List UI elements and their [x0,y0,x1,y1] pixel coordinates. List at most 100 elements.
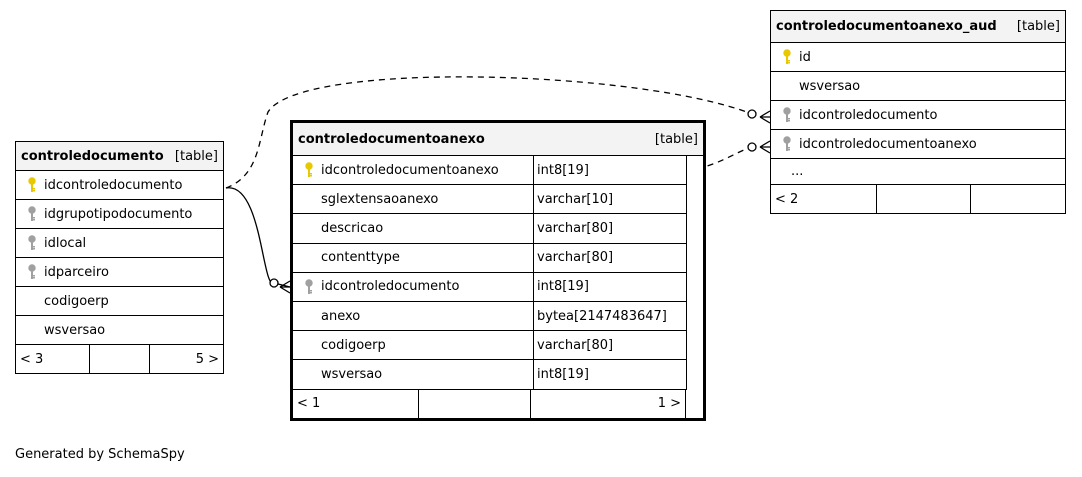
column-row[interactable]: idcontroledocumento [16,171,223,200]
column-type: varchar[10] [533,185,686,214]
column-name: descricao [321,220,384,236]
relation-aud-end-circle-1 [747,109,757,119]
column-type: varchar[80] [533,331,686,360]
column-row[interactable]: codigoerp [16,287,223,316]
foreign-key-icon [24,235,40,251]
footer-middle [90,345,150,373]
footer-children[interactable]: 1 > [531,389,686,418]
relation-aud-crowfoot-2 [759,140,771,154]
column-name: sglextensaoanexo [321,191,439,207]
vertical-scrollbar[interactable] [686,156,703,390]
column-name-cell: idcontroledocumento [771,101,1065,129]
column-name: idcontroledocumento [799,107,938,123]
table-name: controledocumento [21,148,164,164]
column-name-cell: idcontroledocumentoanexo [293,156,533,184]
column-name-cell: idparceiro [16,258,223,286]
key-slot-empty [24,293,40,309]
column-row[interactable]: id [771,43,1065,72]
column-name: idgrupotipodocumento [44,206,193,222]
column-name: idcontroledocumentoanexo [799,136,977,152]
table-controledocumentoanexo-aud[interactable]: controledocumentoanexo_aud [table] id wsv… [770,10,1066,214]
column-name: ... [791,164,804,179]
column-name-cell: codigoerp [16,287,223,315]
table-controledocumentoanexo[interactable]: controledocumentoanexo [table] idcontrol… [290,120,706,421]
primary-key-icon [779,49,795,65]
relation-aud-crowfoot-1 [759,110,771,124]
column-row[interactable]: descricao varchar[80] [293,214,703,244]
footer-middle [419,389,531,418]
column-name-cell: wsversao [293,360,533,388]
key-slot-empty [301,191,317,207]
key-slot-empty [301,308,317,324]
column-name-cell: codigoerp [293,331,533,359]
column-name: wsversao [44,322,106,338]
column-name: idcontroledocumento [44,177,183,193]
column-row[interactable]: idlocal [16,229,223,258]
column-name-cell: sglextensaoanexo [293,185,533,213]
column-name-cell: idlocal [16,229,223,257]
footer-children [971,185,1065,213]
table-header: controledocumentoanexo [table] [293,123,703,156]
footer-children[interactable]: 5 > [195,351,219,367]
column-name-cell: anexo [293,302,533,330]
table-name: controledocumentoanexo [298,131,485,147]
column-name-cell: idgrupotipodocumento [16,200,223,228]
key-slot-empty [24,322,40,338]
key-slot-empty [301,337,317,353]
column-name: codigoerp [321,337,386,353]
relation-controledocumento-anexo [225,187,291,288]
relation-controledocumento-aud [225,76,753,189]
column-name: wsversao [321,366,383,382]
foreign-key-icon [779,107,795,123]
key-slot-empty [779,78,795,94]
primary-key-icon [24,177,40,193]
key-slot-empty [301,250,317,266]
table-kind: [table] [654,131,698,147]
key-slot-empty [301,366,317,382]
column-name: idcontroledocumento [321,279,460,295]
column-name-cell: idcontroledocumento [16,171,223,199]
column-name-cell: wsversao [16,316,223,344]
column-type: varchar[80] [533,214,686,243]
table-header: controledocumentoanexo_aud [table] [771,11,1065,43]
column-name: wsversao [799,78,861,94]
column-row[interactable]: idparceiro [16,258,223,287]
table-name: controledocumentoanexo_aud [776,19,997,34]
relation-end-crowfoot [279,280,291,294]
column-row[interactable]: codigoerp varchar[80] [293,331,703,361]
column-name: codigoerp [44,293,109,309]
foreign-key-icon [24,206,40,222]
column-name-cell: contenttype [293,244,533,272]
column-row[interactable]: wsversao [771,72,1065,101]
footer-parents[interactable]: < 2 [771,185,877,213]
column-name: idcontroledocumentoanexo [321,162,499,178]
table-footer: < 2 [771,185,1065,213]
column-row[interactable]: idcontroledocumentoanexo [771,130,1065,159]
column-name: id [799,49,811,65]
column-row[interactable]: ... [771,159,1065,185]
footer-parents[interactable]: < 3 [16,345,90,373]
footer-middle [877,185,971,213]
schemaspy-credit: Generated by SchemaSpy [15,447,185,462]
table-kind: [table] [174,148,218,164]
table-header: controledocumento [table] [16,142,223,171]
column-row[interactable]: sglextensaoanexo varchar[10] [293,185,703,215]
column-name: anexo [321,308,361,324]
table-kind: [table] [1016,19,1060,34]
column-row[interactable]: idcontroledocumento [771,101,1065,130]
column-row[interactable]: wsversao [16,316,223,345]
footer-parents[interactable]: < 1 [293,389,419,418]
column-row[interactable]: idgrupotipodocumento [16,200,223,229]
column-type: varchar[80] [533,243,686,272]
relation-aud-end-circle-2 [747,142,757,152]
foreign-key-icon [779,136,795,152]
column-name-cell: idcontroledocumentoanexo [771,130,1065,158]
column-name-cell: wsversao [771,72,1065,100]
table-controledocumento[interactable]: controledocumento [table] idcontroledocu… [15,141,224,374]
